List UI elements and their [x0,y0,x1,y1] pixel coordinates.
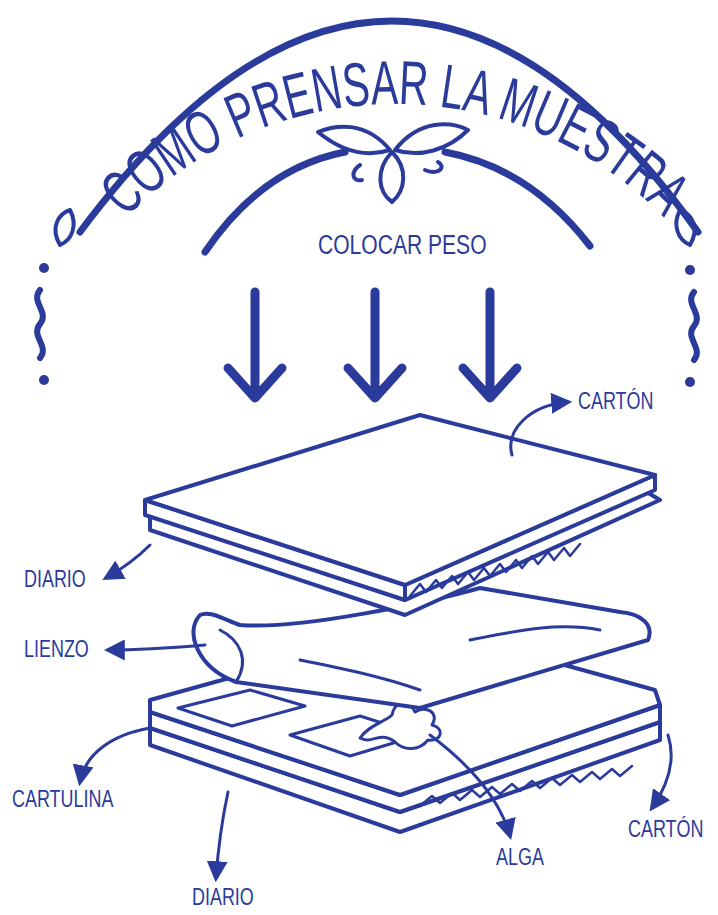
leader-lines [80,402,671,878]
side-ornament [37,210,697,387]
curved-title: COMO PRENSAR LA MUESTRA [87,48,703,228]
weight-arrows [228,292,517,398]
part-label: LIENZO [24,638,89,661]
part-label: ALGA [496,846,544,869]
top-cardboard [145,415,655,600]
part-label: CARTÓN [578,390,653,413]
instruction-text: COLOCAR PESO [318,232,487,259]
alga [360,703,440,748]
part-label: DIARIO [192,886,254,909]
part-label: CARTÓN [628,818,703,841]
part-label: DIARIO [24,568,86,591]
part-label: CARTULINA [12,788,113,811]
leaf-ornament [318,124,468,202]
